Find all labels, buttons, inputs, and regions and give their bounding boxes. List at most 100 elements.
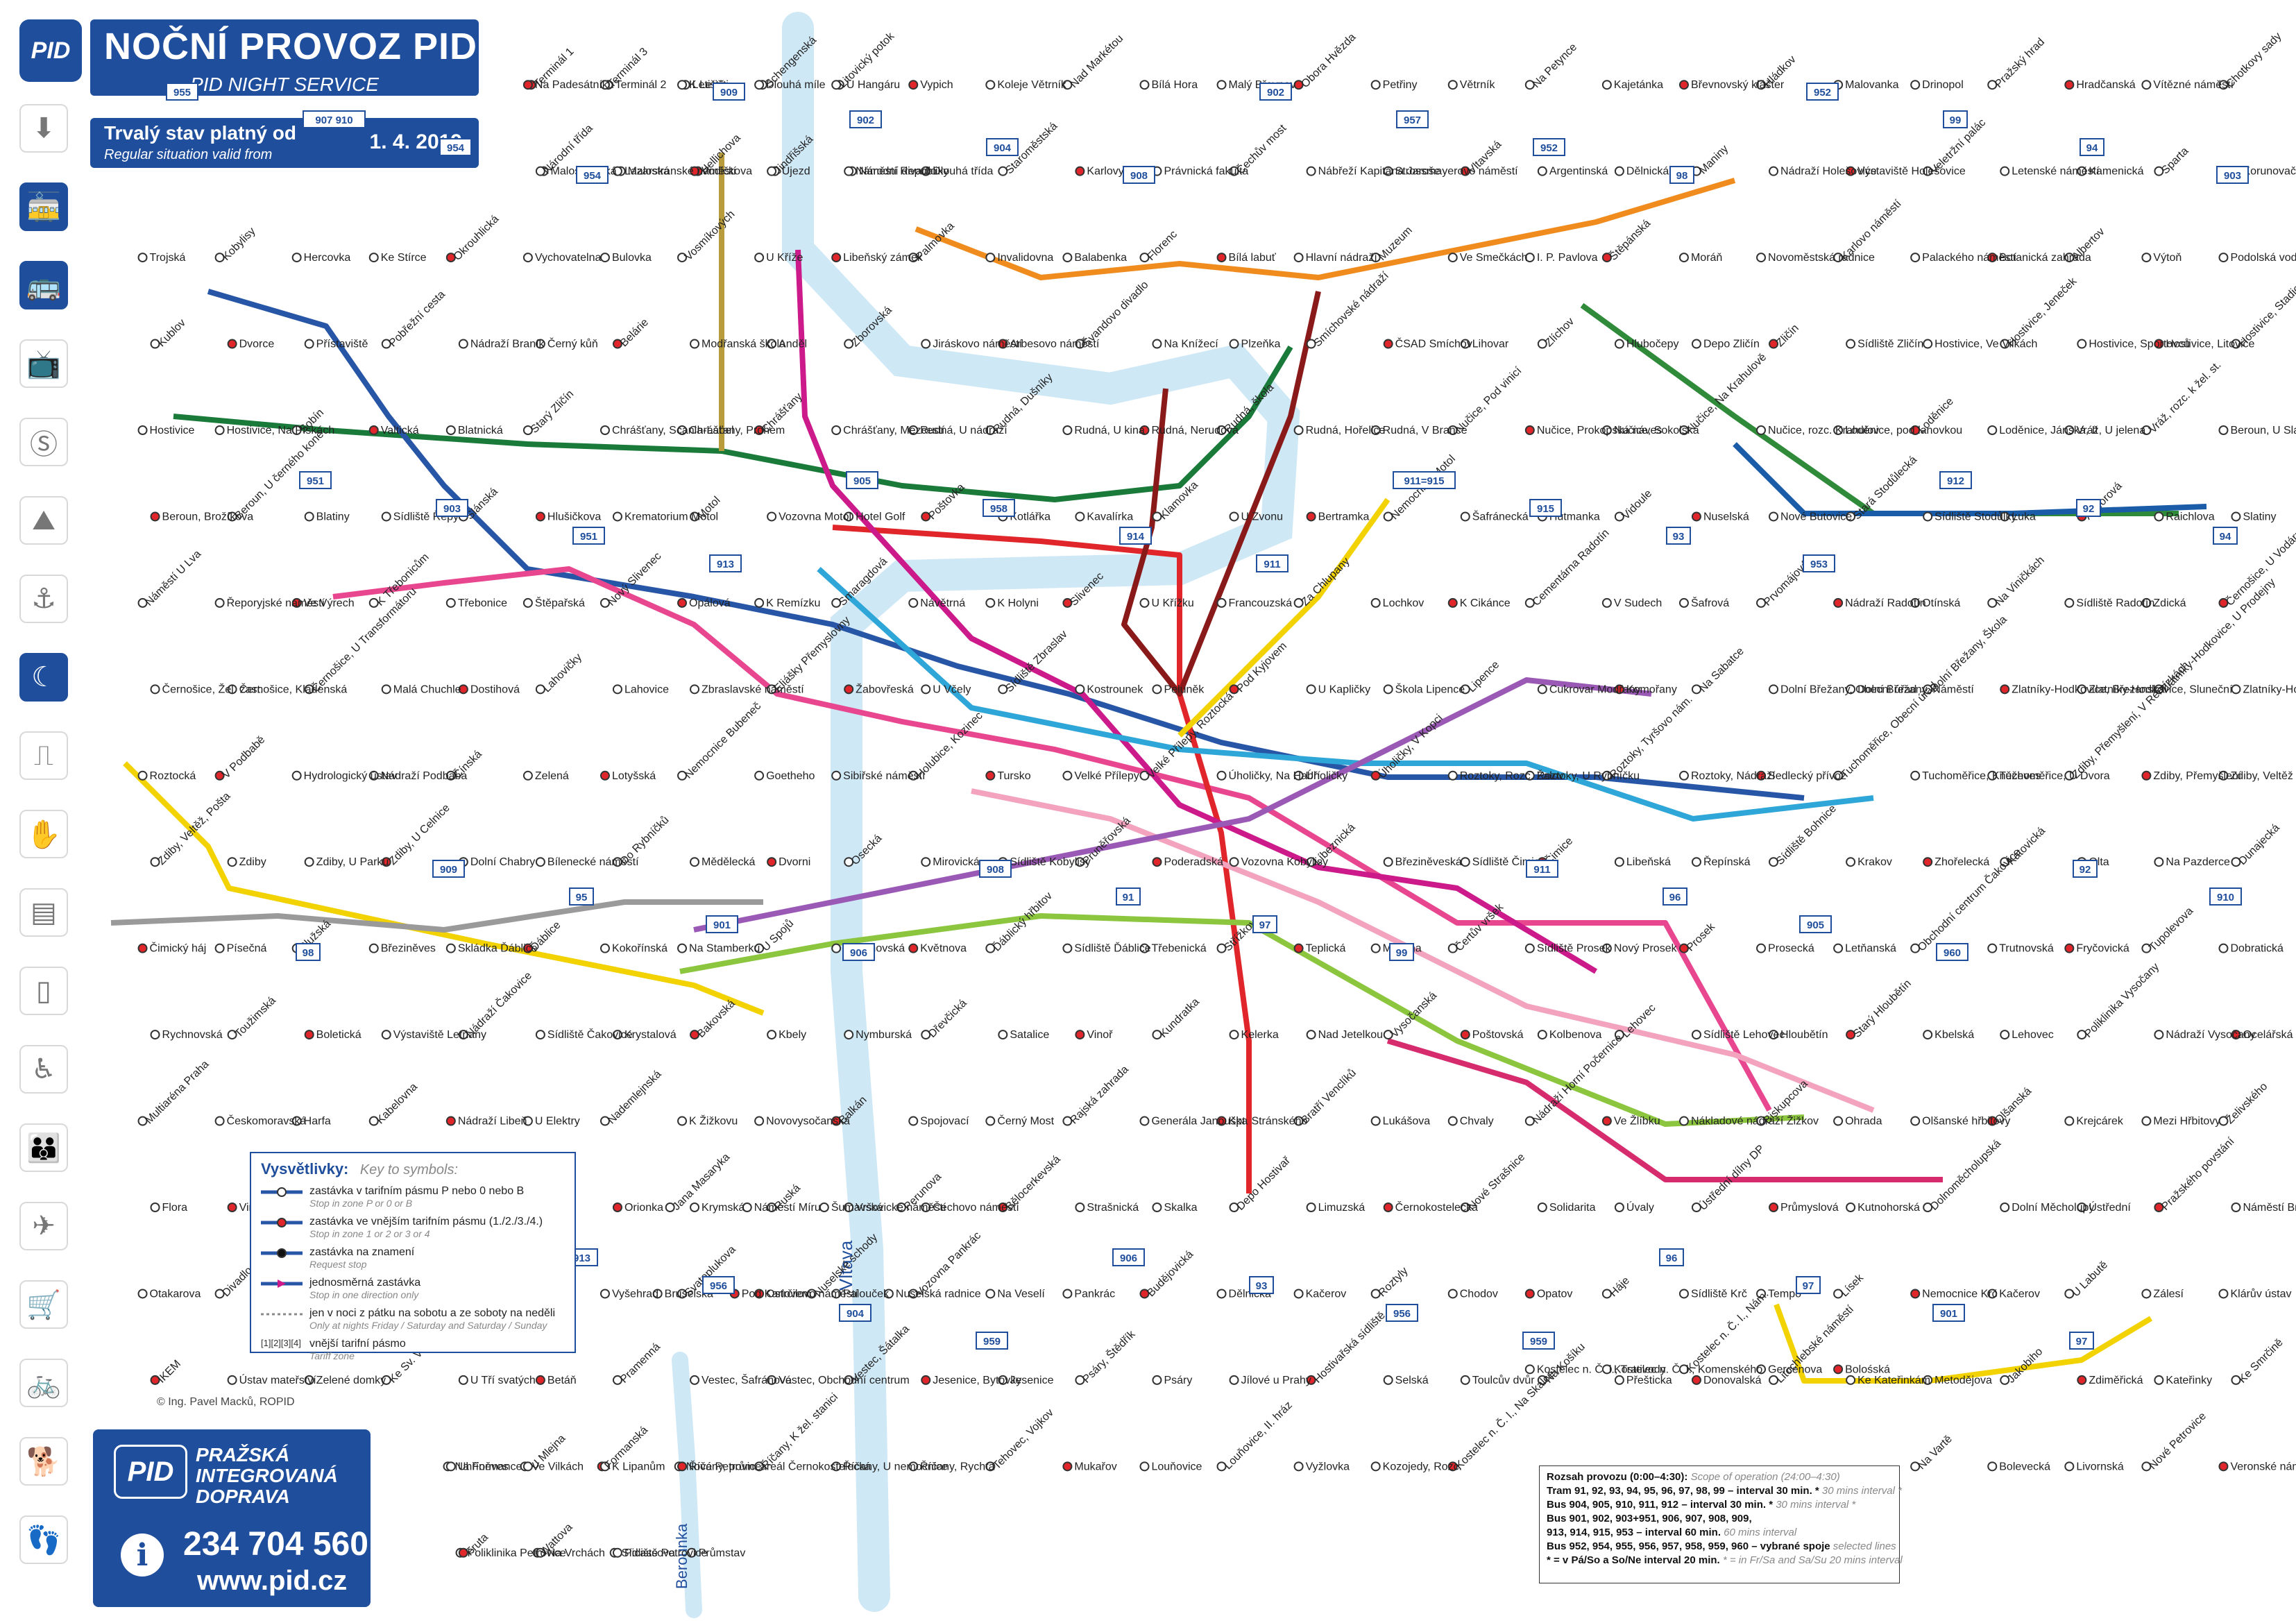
stop-marker[interactable]	[1769, 1030, 1779, 1040]
stop-marker[interactable]	[1216, 597, 1227, 608]
stop-label[interactable]: Ve Vilkách	[532, 1461, 584, 1472]
stop-marker[interactable]	[1229, 1375, 1239, 1385]
stop-marker[interactable]	[754, 253, 765, 263]
stop-label[interactable]: Do Rybníčků	[618, 814, 671, 867]
stop-label[interactable]: Opatov	[1537, 1288, 1573, 1300]
stop-label[interactable]: Nové Strašnice	[1466, 1151, 1528, 1213]
stop-marker[interactable]	[2141, 1116, 2152, 1126]
stop-marker[interactable]	[1383, 1030, 1393, 1040]
stop-label[interactable]: Trojská	[150, 252, 186, 264]
stop-marker[interactable]	[767, 684, 777, 695]
stop-label[interactable]: Mirovická	[933, 856, 980, 868]
stop-marker[interactable]	[1075, 857, 1085, 867]
stop-marker[interactable]	[1910, 1289, 1921, 1299]
stop-marker[interactable]	[2077, 166, 2087, 176]
stop-label[interactable]: Vestec, Obchodní centrum	[779, 1375, 910, 1386]
stop-label[interactable]: Říčany, U nemocnice	[843, 1459, 948, 1472]
stop-marker[interactable]	[985, 425, 996, 435]
stop-marker[interactable]	[214, 1116, 225, 1126]
stop-label[interactable]: Štěpařská	[535, 596, 585, 609]
stop-label[interactable]: Větrník	[1460, 79, 1496, 91]
stop-marker[interactable]	[1062, 1461, 1073, 1472]
stop-label[interactable]: Goetheho	[766, 770, 815, 782]
stop-label[interactable]: Slánská	[464, 486, 500, 522]
stop-label[interactable]: Dobratická	[2230, 943, 2284, 955]
stop-marker[interactable]	[2141, 80, 2152, 90]
stop-label[interactable]: Starý Zličín	[529, 388, 577, 436]
stop-label[interactable]: IKEM	[155, 1358, 183, 1386]
stop-label[interactable]: Donovalská	[1703, 1375, 1762, 1386]
stop-marker[interactable]	[599, 943, 610, 953]
stop-label[interactable]: Jesenice, Bytovky	[933, 1375, 1021, 1386]
stop-label[interactable]: Hercovka	[304, 252, 351, 264]
stop-marker[interactable]	[1833, 943, 1844, 953]
stop-marker[interactable]	[535, 857, 545, 867]
stop-marker[interactable]	[2064, 943, 2075, 953]
stop-label[interactable]: Náměstí Míru	[754, 1202, 821, 1214]
stop-label[interactable]: Novovysočanská	[766, 1116, 850, 1128]
stop-marker[interactable]	[998, 1375, 1008, 1385]
stop-marker[interactable]	[1601, 597, 1612, 608]
stop-marker[interactable]	[1229, 339, 1239, 349]
stop-marker[interactable]	[522, 1116, 533, 1126]
stop-marker[interactable]	[2141, 1461, 2152, 1472]
stop-marker[interactable]	[2231, 684, 2241, 695]
stop-marker[interactable]	[1537, 339, 1547, 349]
stop-label[interactable]: Černokostelecká	[1395, 1200, 1478, 1214]
stop-label[interactable]: Vítězné náměstí	[2153, 79, 2234, 91]
stop-label[interactable]: Prosecká	[1768, 943, 1814, 955]
stop-label[interactable]: Nemocnice Bubeneč	[683, 700, 763, 781]
stop-marker[interactable]	[1691, 1375, 1701, 1385]
stop-label[interactable]: Dlouhá třída	[933, 166, 993, 178]
stop-label[interactable]: Tempo	[1768, 1288, 1801, 1300]
stop-label[interactable]: Skládka Ďáblice	[458, 942, 538, 955]
stop-marker[interactable]	[1846, 1375, 1856, 1385]
stop-marker[interactable]	[1062, 80, 1073, 90]
stop-marker[interactable]	[985, 80, 996, 90]
stop-label[interactable]: Lihovar	[1472, 339, 1509, 350]
stop-label[interactable]: Nádraží Braník	[470, 339, 545, 350]
stop-marker[interactable]	[599, 1289, 610, 1299]
stop-label[interactable]: Sídliště Krč	[1691, 1288, 1747, 1300]
stop-marker[interactable]	[291, 770, 302, 781]
stop-marker[interactable]	[1306, 1375, 1316, 1385]
stop-marker[interactable]	[150, 857, 160, 867]
stop-marker[interactable]	[612, 684, 622, 695]
stop-marker[interactable]	[1923, 857, 1933, 867]
stop-label[interactable]: Českomoravská	[227, 1114, 307, 1128]
stop-label[interactable]: Arbesovo náměstí	[1010, 339, 1100, 350]
stop-marker[interactable]	[754, 770, 765, 781]
stop-label[interactable]: Národní divadlo	[859, 166, 937, 178]
stop-marker[interactable]	[1756, 253, 1767, 263]
stop-label[interactable]: Nučice, Sokolská	[1614, 425, 1699, 436]
stop-label[interactable]: Hlavní nádraží	[1306, 252, 1378, 264]
stop-marker[interactable]	[2064, 253, 2075, 263]
stop-marker[interactable]	[1062, 770, 1073, 781]
stop-label[interactable]: Invalidovna	[997, 252, 1053, 264]
stop-marker[interactable]	[1987, 943, 1998, 953]
stop-label[interactable]: K Žižkovu	[689, 1114, 738, 1128]
stop-label[interactable]: Nádraží Holešovice	[1780, 166, 1877, 178]
stop-marker[interactable]	[1447, 770, 1458, 781]
stop-marker[interactable]	[522, 770, 533, 781]
stop-label[interactable]: Černošice, Žel. zast.	[162, 682, 264, 695]
stop-label[interactable]: Vozovna Motol	[779, 511, 851, 522]
stop-label[interactable]: Limuzská	[1318, 1202, 1366, 1214]
stop-label[interactable]: Lazarská	[624, 166, 670, 178]
stop-label[interactable]: Krejcárek	[2076, 1116, 2124, 1128]
stop-marker[interactable]	[445, 1461, 456, 1472]
stop-marker[interactable]	[599, 597, 610, 608]
stop-marker[interactable]	[2141, 597, 2152, 608]
stop-marker[interactable]	[1614, 166, 1624, 176]
stop-marker[interactable]	[1139, 597, 1150, 608]
stop-marker[interactable]	[304, 339, 314, 349]
stop-label[interactable]: Kavalírka	[1087, 511, 1133, 522]
stop-marker[interactable]	[921, 1375, 931, 1385]
stop-marker[interactable]	[612, 339, 622, 349]
stop-marker[interactable]	[2218, 1461, 2229, 1472]
stop-marker[interactable]	[1537, 1030, 1547, 1040]
stop-label[interactable]: Čimický háj	[150, 942, 207, 955]
stop-label[interactable]: Petřiny	[1383, 79, 1418, 91]
stop-label[interactable]: Solidarita	[1549, 1202, 1596, 1214]
stop-label[interactable]: Vyšehrad	[612, 1288, 658, 1300]
